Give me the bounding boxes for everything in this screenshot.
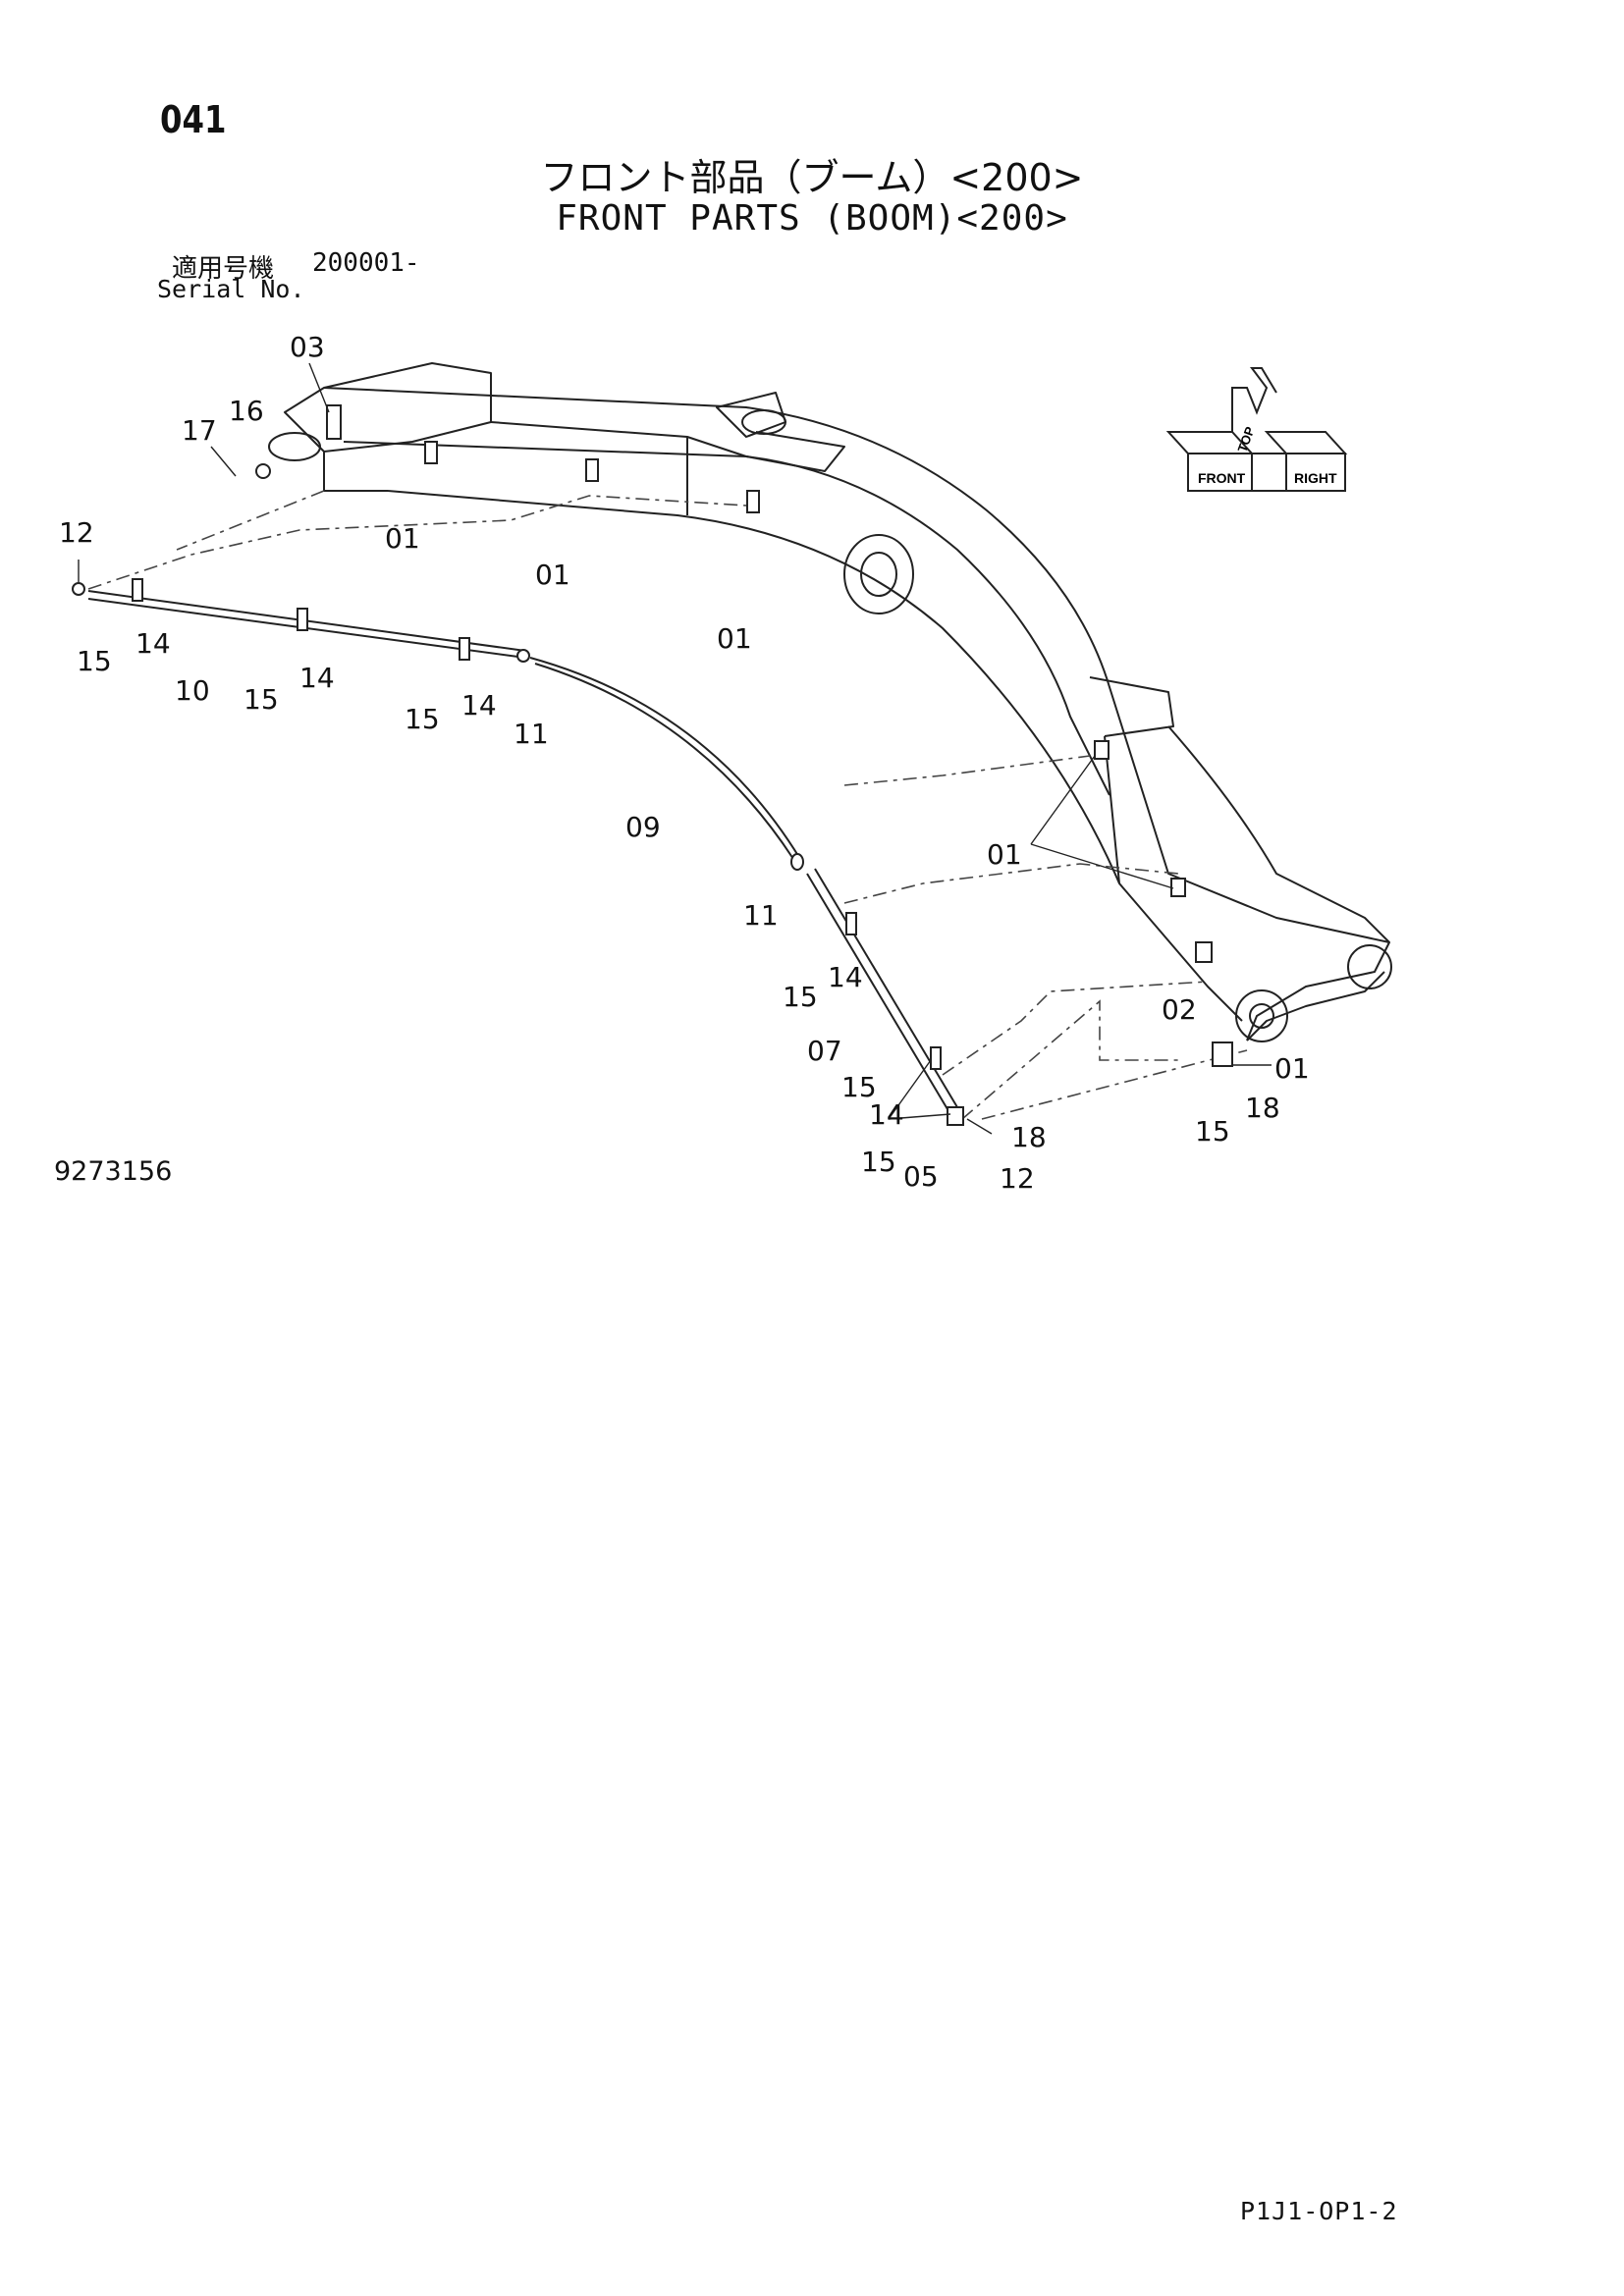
direction-front-label: FRONT xyxy=(1198,470,1246,486)
direction-right-label: RIGHT xyxy=(1294,470,1337,486)
title-japanese: フロント部品（ブーム）<200> xyxy=(540,156,1084,199)
leader-lines xyxy=(87,490,1248,1120)
callout-17: 17 xyxy=(182,414,217,447)
document-number: 9273156 xyxy=(54,1156,173,1187)
serial-label-english: Serial No. xyxy=(157,275,305,303)
serial-number-value: 200001- xyxy=(312,248,420,278)
callout-09: 09 xyxy=(625,811,661,843)
page-number: 041 xyxy=(160,98,227,141)
callout-11: 11 xyxy=(514,718,549,750)
callout-01: 01 xyxy=(385,522,420,555)
callout-07: 07 xyxy=(807,1035,842,1067)
direction-top-label: TOP xyxy=(1234,424,1257,454)
callout-18: 18 xyxy=(1245,1092,1280,1124)
callout-16: 16 xyxy=(229,395,264,427)
callout-labels: 03 16 17 01 01 01 12 15 14 10 15 14 15 1… xyxy=(59,331,1310,1195)
title-english: FRONT PARTS (BOOM)<200> xyxy=(556,198,1068,239)
callout-01: 01 xyxy=(1274,1052,1310,1085)
callout-01: 01 xyxy=(717,622,752,655)
callout-14: 14 xyxy=(828,961,863,993)
direction-indicator xyxy=(1165,367,1348,492)
callout-14: 14 xyxy=(461,689,497,721)
callout-15: 15 xyxy=(783,981,818,1013)
callout-15: 15 xyxy=(244,683,279,716)
callout-leaders xyxy=(78,362,1272,1135)
callout-15: 15 xyxy=(77,645,112,677)
callout-18: 18 xyxy=(1011,1121,1047,1153)
page-code: P1J1-OP1-2 xyxy=(1240,2197,1398,2225)
callout-15: 15 xyxy=(841,1071,877,1103)
callout-05: 05 xyxy=(903,1160,939,1193)
callout-01: 01 xyxy=(987,838,1022,871)
callout-15: 15 xyxy=(405,703,440,735)
callout-01: 01 xyxy=(535,559,570,591)
callout-03: 03 xyxy=(290,331,325,363)
clamp-marks xyxy=(72,404,1233,1126)
callout-15: 15 xyxy=(861,1146,896,1178)
callout-12: 12 xyxy=(59,516,94,549)
callout-02: 02 xyxy=(1162,993,1197,1026)
callout-10: 10 xyxy=(175,674,210,707)
boom-outline xyxy=(268,362,1392,1042)
hose-lines xyxy=(87,590,958,1110)
callout-14: 14 xyxy=(869,1098,904,1131)
callout-11: 11 xyxy=(743,899,779,932)
serial-label-japanese: 適用号機 xyxy=(172,254,275,284)
callout-15: 15 xyxy=(1195,1115,1230,1148)
callout-14: 14 xyxy=(135,627,171,660)
callout-14: 14 xyxy=(299,662,335,694)
callout-12: 12 xyxy=(1000,1162,1035,1195)
